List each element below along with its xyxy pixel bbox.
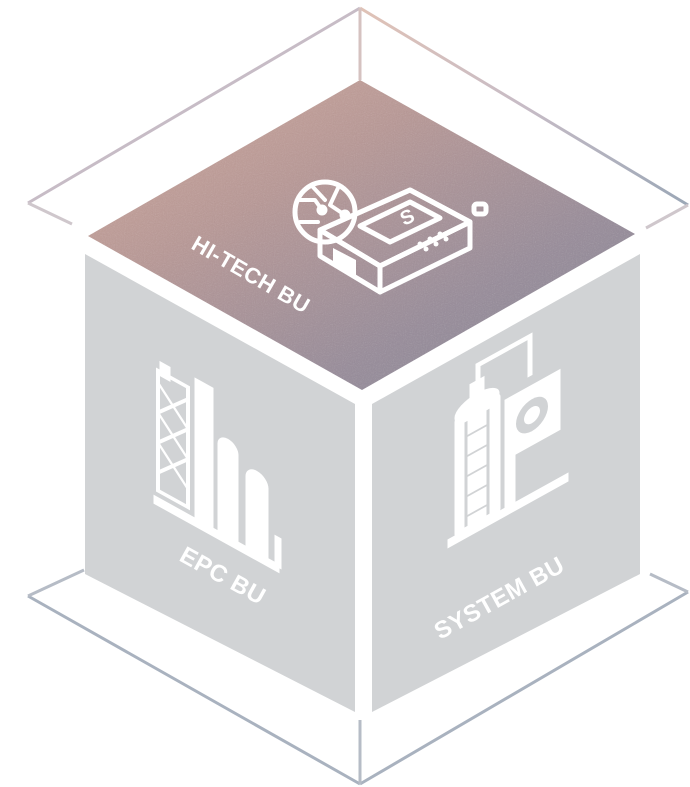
outer-cube-outline (26, 6, 690, 786)
top-face (88, 80, 635, 390)
industrial-plant-icon (153, 360, 282, 574)
hi-tech-machine-icon: S (292, 179, 489, 295)
system-equipment-icon (447, 332, 569, 549)
